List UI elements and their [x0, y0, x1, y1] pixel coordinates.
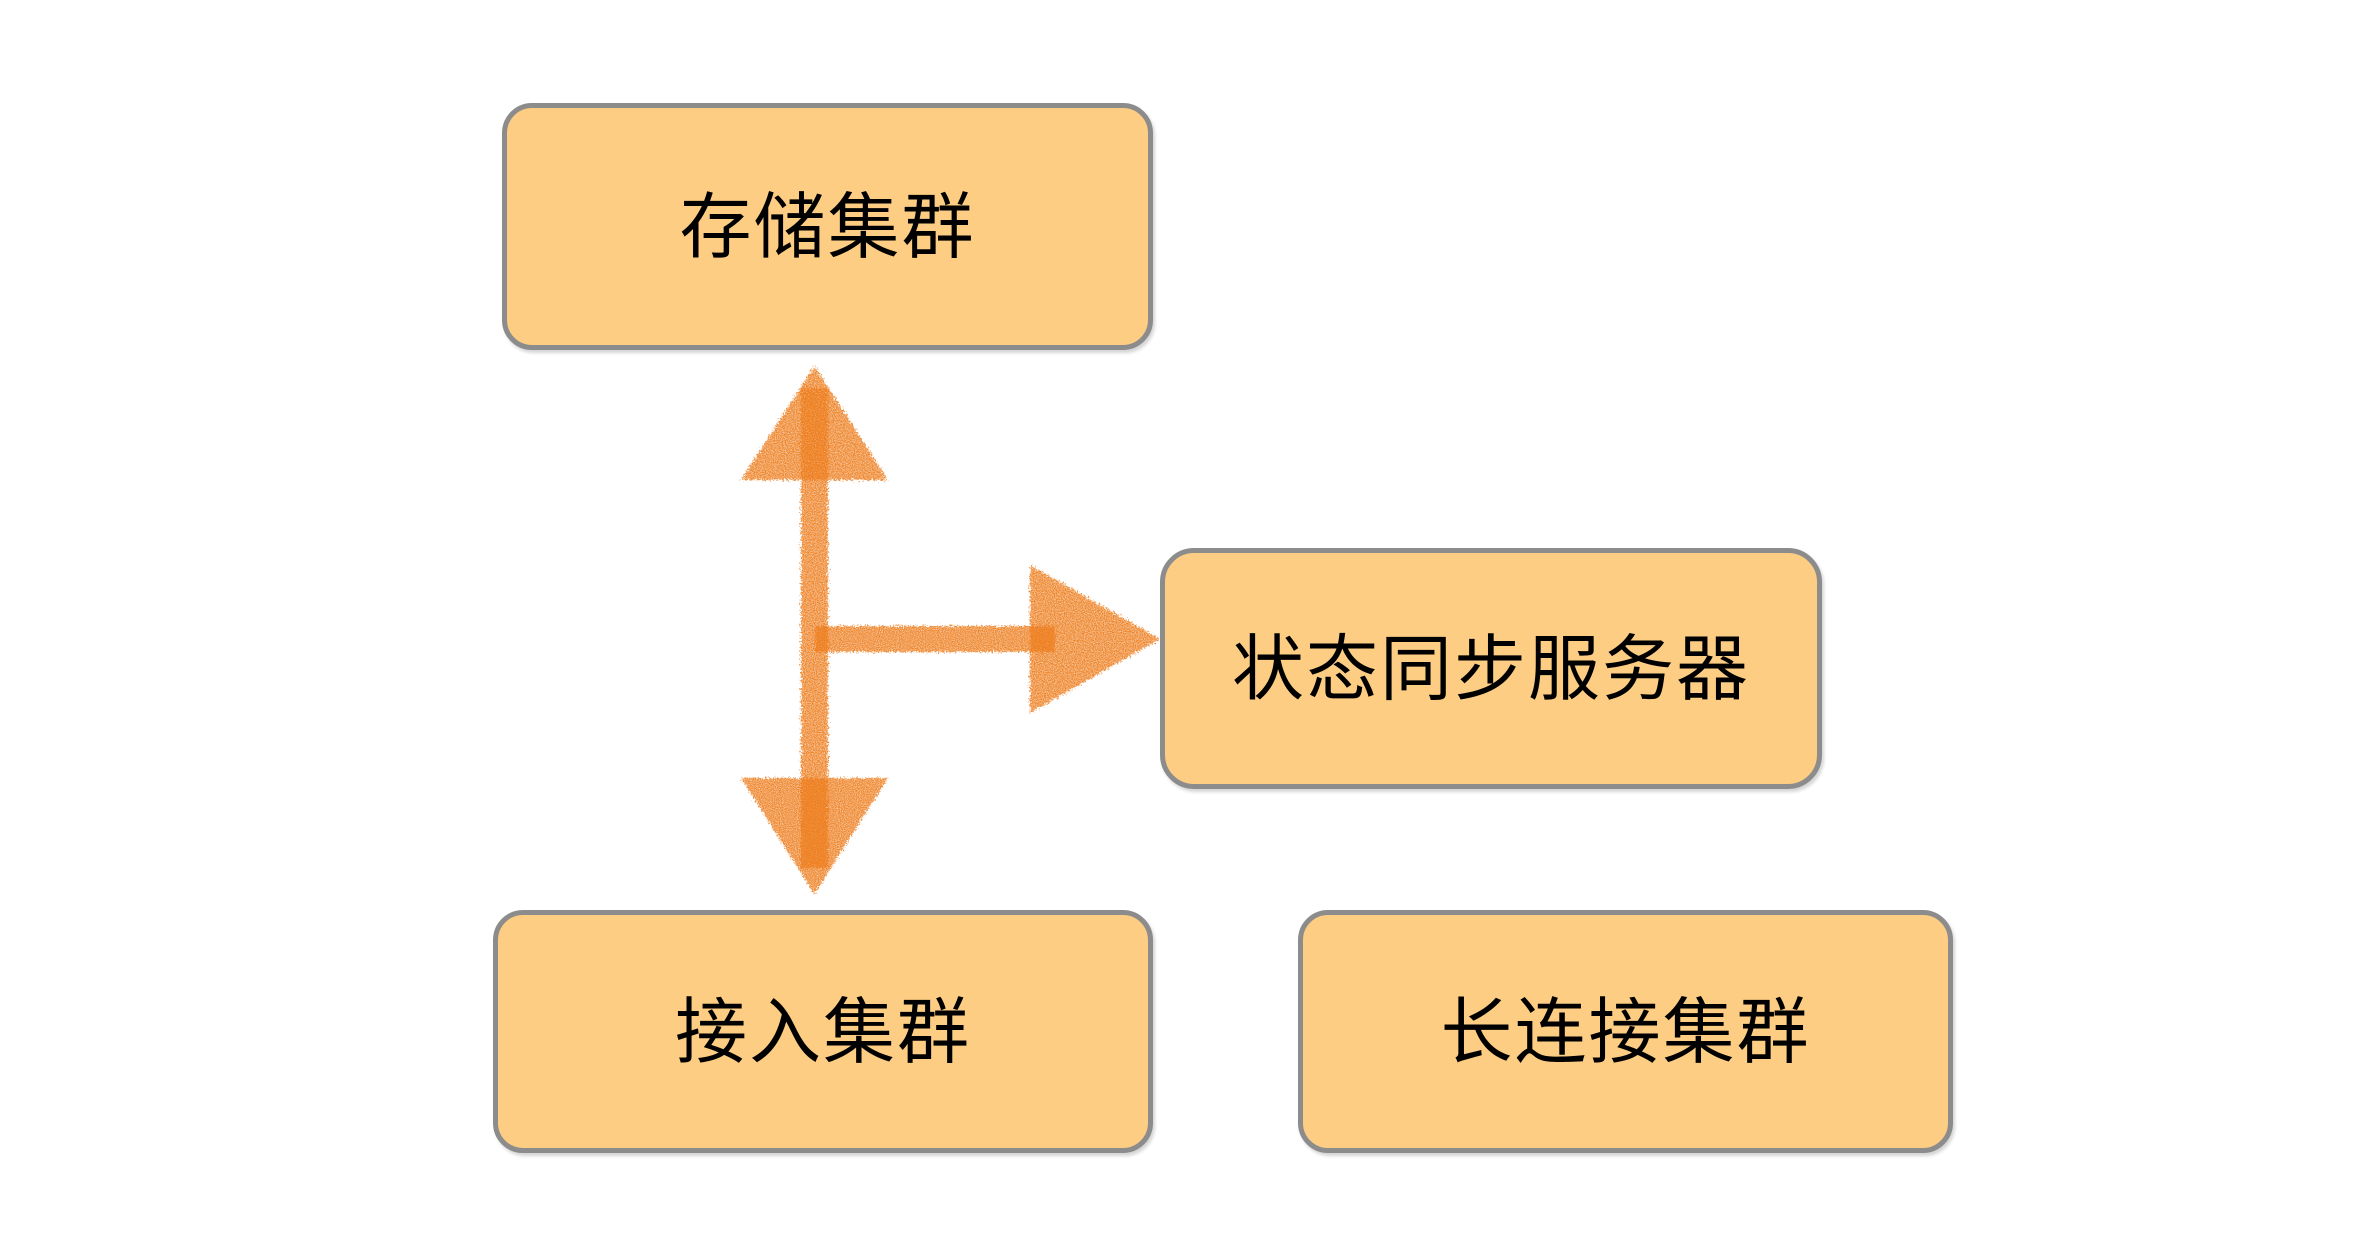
node-long-connection-cluster-label: 长连接集群	[1440, 989, 1811, 1074]
node-storage-cluster-label: 存储集群	[679, 184, 976, 269]
node-storage-cluster[interactable]: 存储集群	[502, 103, 1153, 350]
arrow-head-right	[1030, 565, 1160, 713]
arrow-horizontal-stem	[815, 626, 1055, 652]
three-way-arrow-svg	[741, 366, 1160, 894]
node-access-cluster[interactable]: 接入集群	[493, 910, 1153, 1153]
node-state-sync-server[interactable]: 状态同步服务器	[1160, 548, 1822, 789]
three-way-arrow-connector	[690, 358, 1180, 903]
node-long-connection-cluster[interactable]: 长连接集群	[1298, 910, 1953, 1153]
arrow-head-down	[741, 778, 888, 894]
arrow-head-up	[741, 366, 888, 480]
node-access-cluster-label: 接入集群	[674, 989, 971, 1074]
node-state-sync-server-label: 状态同步服务器	[1231, 626, 1750, 711]
